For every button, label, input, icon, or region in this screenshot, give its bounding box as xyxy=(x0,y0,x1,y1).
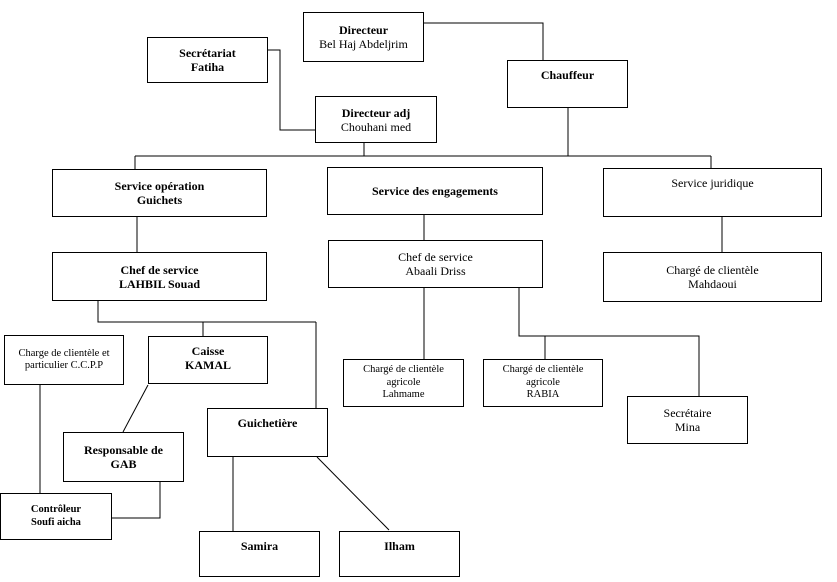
org-node-chef-de-service-lahbil: Chef de service LAHBIL Souad xyxy=(52,252,267,301)
org-node-guichetiere: Guichetière xyxy=(207,408,328,457)
node-person: Abaali Driss xyxy=(405,264,466,278)
org-node-service-engagements: Service des engagements xyxy=(327,167,543,215)
node-title: Charge de clientèle et xyxy=(18,347,110,359)
node-title: Chargé de clientèle xyxy=(502,364,584,376)
node-subtitle: agricole xyxy=(526,376,560,388)
node-subtitle: GAB xyxy=(110,457,137,471)
node-title: Service opération xyxy=(114,179,205,193)
node-title: Guichetière xyxy=(237,416,298,430)
node-subtitle: agricole xyxy=(386,376,421,388)
node-title: Chargé de clientèle xyxy=(363,364,444,376)
node-person: Mahdaoui xyxy=(688,277,737,291)
node-title: Secrétariat xyxy=(179,46,236,60)
org-node-secretaire-mina: Secrétaire Mina xyxy=(627,396,748,444)
edge-secretariat-directeur-adj xyxy=(267,49,315,131)
org-node-service-operation: Service opération Guichets xyxy=(52,169,267,217)
org-node-charge-clientele-mahdaoui: Chargé de clientèle Mahdaoui xyxy=(603,252,822,302)
org-node-directeur-adj: Directeur adj Chouhani med xyxy=(315,96,437,143)
node-title: Directeur adj xyxy=(341,105,411,120)
node-person: Lahmame xyxy=(382,389,425,401)
node-subtitle: Guichets xyxy=(136,193,183,207)
org-node-charge-clientele-particulier-ccpp: Charge de clientèle et particulier C.C.P… xyxy=(4,335,124,385)
node-person: Ilham xyxy=(384,539,415,553)
org-node-samira: Samira xyxy=(199,531,320,577)
node-title: Service juridique xyxy=(671,176,754,190)
node-title: Service des engagements xyxy=(372,184,498,198)
org-node-controleur-soufi-aicha: Contrôleur Soufi aicha xyxy=(0,493,112,540)
org-node-responsable-gab: Responsable de GAB xyxy=(63,432,184,482)
node-title: Chef de service xyxy=(120,262,199,277)
org-node-caisse-kamal: Caisse KAMAL xyxy=(148,336,268,384)
node-person: LAHBIL Souad xyxy=(118,276,201,291)
edge-directeur-chauffeur xyxy=(424,22,544,60)
node-person: Mina xyxy=(674,420,701,434)
node-subtitle: particulier C.C.P.P xyxy=(24,360,104,371)
org-node-ilham: Ilham xyxy=(339,531,460,577)
org-node-secretariat: Secrétariat Fatiha xyxy=(147,37,268,83)
edge-gab-controleur xyxy=(112,482,161,519)
node-title: Chargé de clientèle xyxy=(666,263,759,277)
org-node-directeur: Directeur Bel Haj Abdeljrim xyxy=(303,12,424,62)
org-node-chauffeur: Chauffeur xyxy=(507,60,628,108)
edge-caisse-gab xyxy=(122,384,149,433)
node-person: Fatiha xyxy=(190,60,225,74)
node-title: Directeur xyxy=(338,23,389,37)
node-person: Chouhani med xyxy=(340,119,412,134)
edge-guichetiere-ilham xyxy=(316,456,390,531)
edge-abaali-rabia-mina xyxy=(518,288,700,396)
node-person: Soufi aicha xyxy=(31,516,81,528)
edge-lahbil-branch xyxy=(97,301,317,408)
org-node-charge-clientele-agricole-lahmame: Chargé de clientèle agricole Lahmame xyxy=(343,359,464,407)
org-node-chef-de-service-abaali: Chef de service Abaali Driss xyxy=(328,240,543,288)
node-title: Caisse xyxy=(191,344,225,358)
node-person: Samira xyxy=(240,539,279,553)
node-title: Chauffeur xyxy=(540,68,595,82)
node-person: RABIA xyxy=(526,389,560,401)
org-node-charge-clientele-agricole-rabia: Chargé de clientèle agricole RABIA xyxy=(483,359,603,407)
org-node-service-juridique: Service juridique xyxy=(603,168,822,217)
node-person: KAMAL xyxy=(185,358,231,372)
node-title: Contrôleur xyxy=(30,504,82,515)
node-title: Responsable de xyxy=(83,443,163,457)
node-title: Secrétaire xyxy=(663,406,712,420)
node-title: Chef de service xyxy=(398,250,473,264)
node-person: Bel Haj Abdeljrim xyxy=(319,37,408,51)
edge-trunk xyxy=(134,155,712,169)
